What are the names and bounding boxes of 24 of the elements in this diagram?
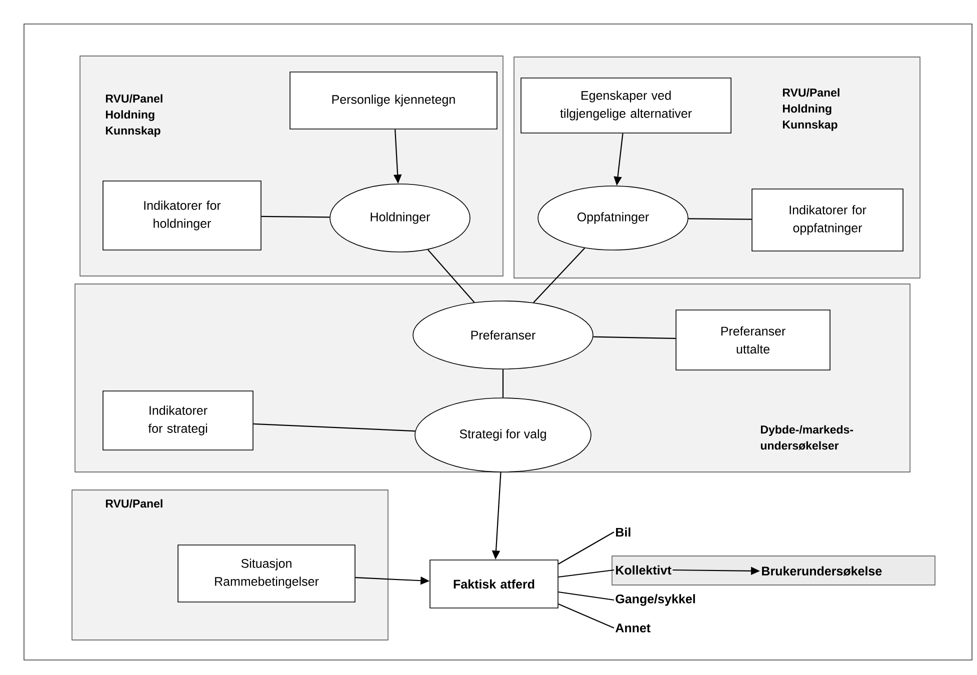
connector-line — [593, 336, 676, 339]
process-box: Personlige kjennetegn — [290, 72, 498, 130]
indicator-box: Indikatorer for holdninger — [102, 180, 262, 250]
connector-line — [558, 532, 614, 564]
connector-line — [533, 248, 586, 303]
option-label: Kollektivt — [614, 564, 672, 576]
connector-line — [688, 218, 752, 220]
connector-line — [253, 423, 416, 432]
option-label: Gange/sykkel — [614, 593, 697, 607]
connector-line — [558, 591, 614, 601]
indicator-box: Preferanser uttalte — [676, 310, 830, 370]
option-label: Annet — [614, 622, 652, 634]
connector-line — [261, 216, 330, 218]
process-box: Situasjon Rammebetingelser — [178, 544, 356, 602]
connector-line — [502, 369, 504, 398]
process-box: Egenskaper ved tilgjengelige alternativer — [520, 78, 732, 134]
option-label: Bil — [614, 526, 632, 538]
indicator-box: Indikatorer for strategi — [102, 390, 254, 450]
outcome-box: Faktisk atferd — [430, 560, 558, 608]
connector-line — [558, 569, 614, 578]
connector-line — [427, 249, 475, 303]
indicator-box: Indikatorer for oppfatninger — [752, 188, 904, 252]
connector-line — [558, 604, 614, 629]
survey-label: Brukerundersøkelse — [760, 565, 884, 577]
